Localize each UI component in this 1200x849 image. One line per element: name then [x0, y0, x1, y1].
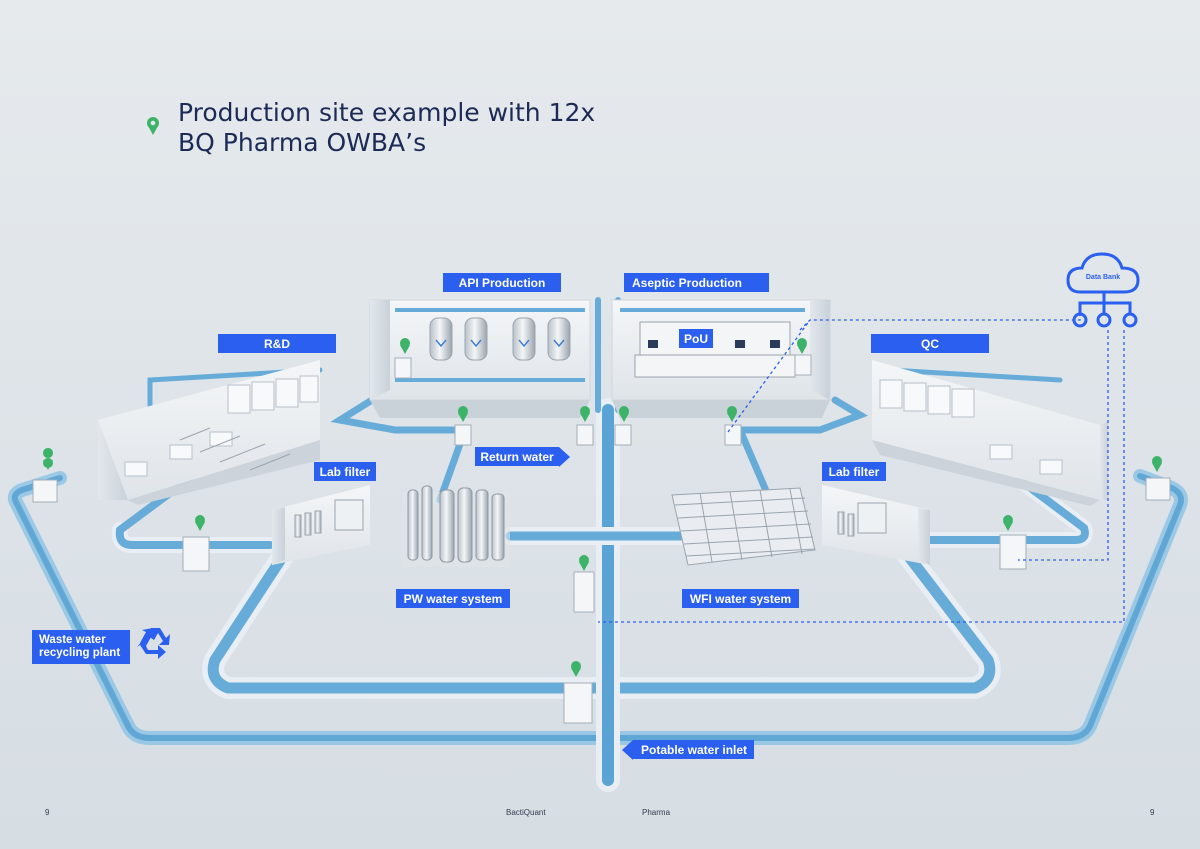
return-water-arrow — [559, 447, 570, 467]
label-waste-water-recycling: Waste water recycling plant — [32, 630, 130, 664]
potable-inlet-arrow — [622, 740, 633, 760]
label-rd: R&D — [218, 334, 336, 353]
wfi-water-system — [671, 487, 816, 566]
location-pin-icon — [727, 406, 737, 422]
label-aseptic-production: Aseptic Production — [624, 273, 769, 292]
label-wfi-water-system: WFI water system — [682, 589, 799, 608]
lab-filter-right-room — [822, 485, 930, 565]
location-pin-icon — [1152, 456, 1162, 472]
main-pipes — [111, 297, 1093, 792]
label-potable-water-inlet: Potable water inlet — [633, 740, 754, 759]
location-pin-icon — [400, 338, 410, 354]
api-room — [369, 299, 591, 418]
pw-water-system — [402, 485, 510, 567]
lab-filter-left-room — [272, 485, 370, 565]
recycle-icon — [137, 628, 170, 659]
page-title: Production site example with 12x BQ Phar… — [178, 98, 596, 157]
location-pin-icon — [147, 117, 159, 135]
location-pin-icon — [571, 661, 581, 677]
label-qc: QC — [871, 334, 989, 353]
location-pin-icon — [579, 555, 589, 571]
location-pin-icon — [580, 406, 590, 422]
label-api-production: API Production — [443, 273, 561, 292]
label-pou: PoU — [679, 329, 713, 348]
location-pins — [43, 338, 1162, 677]
cloud-network-icon — [1066, 252, 1140, 328]
location-pin-icon — [619, 406, 629, 422]
location-pin-icon — [1003, 515, 1013, 531]
label-return-water: Return water — [475, 447, 559, 466]
page-number-right: 9 — [1150, 808, 1155, 817]
footer-brand: BactiQuant — [506, 808, 546, 817]
qc-room — [872, 360, 1108, 506]
rd-room — [98, 360, 320, 505]
label-lab-filter-right: Lab filter — [822, 462, 886, 481]
location-pin-icon — [797, 338, 807, 354]
aseptic-room — [611, 299, 831, 418]
data-bank-connections — [598, 312, 1125, 623]
footer-section: Pharma — [642, 808, 671, 817]
page-number-left: 9 — [45, 808, 50, 817]
label-lab-filter-left: Lab filter — [314, 462, 376, 481]
location-pin-icon — [43, 448, 54, 470]
data-bank-label: Data Bank — [1086, 274, 1120, 281]
location-pin-icon — [458, 406, 468, 422]
label-pw-water-system: PW water system — [396, 589, 510, 608]
location-pin-icon — [195, 515, 205, 531]
